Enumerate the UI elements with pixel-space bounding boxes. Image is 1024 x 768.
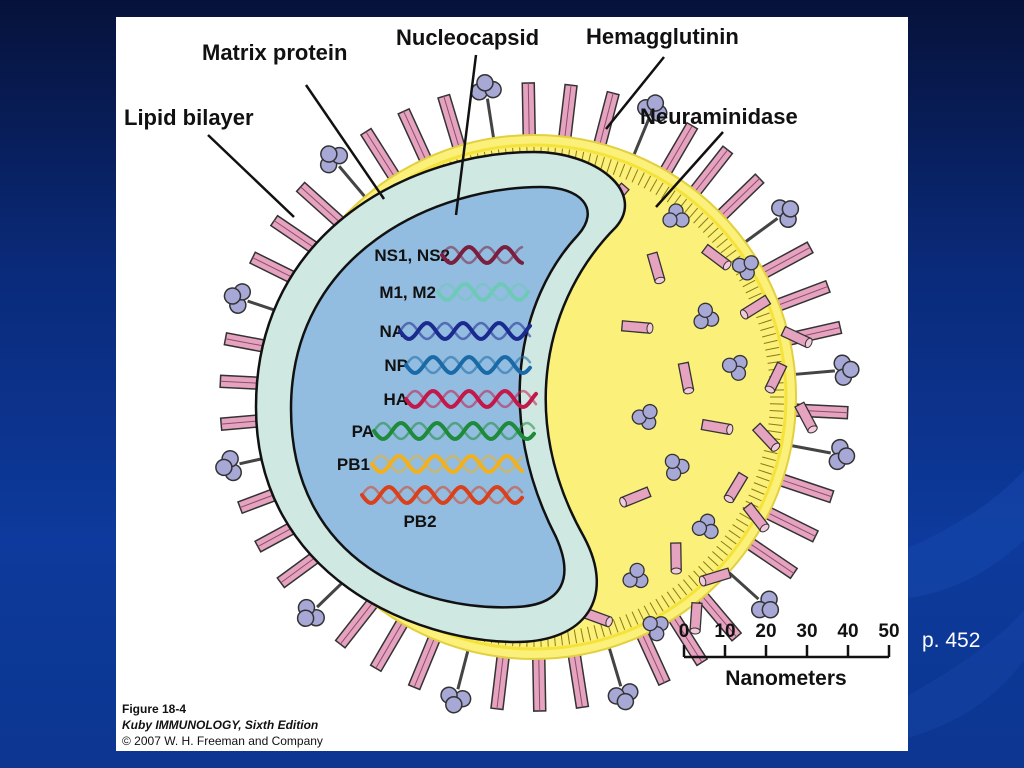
surface-protein-peg xyxy=(642,615,669,642)
surface-protein-peg xyxy=(700,418,734,436)
label-hemagglutinin: Hemagglutinin xyxy=(586,24,739,49)
surface-protein-peg xyxy=(691,513,719,540)
scale-tick-label: 50 xyxy=(878,621,899,642)
hemagglutinin-spike xyxy=(567,650,590,710)
hemagglutinin-spike xyxy=(557,83,578,143)
scale-tick-label: 0 xyxy=(679,621,690,642)
surface-protein-peg xyxy=(646,251,666,285)
scale-unit-label: Nanometers xyxy=(725,667,846,690)
segment-label: NA xyxy=(379,322,404,341)
surface-protein-peg xyxy=(731,255,759,281)
rna-segment: PB2 xyxy=(360,485,524,531)
surface-protein-peg xyxy=(721,354,748,381)
surface-protein-peg xyxy=(700,243,732,271)
hemagglutinin-spike xyxy=(687,145,734,199)
rna-segment: NP xyxy=(384,355,532,375)
neuraminidase-spike xyxy=(741,199,800,246)
hemagglutinin-spike xyxy=(521,82,537,140)
surface-protein-pegs xyxy=(580,182,818,642)
surface-protein-peg xyxy=(693,302,720,330)
scale-tick-label: 20 xyxy=(755,621,776,642)
neuraminidase-spike xyxy=(223,283,290,317)
segment-label: NP xyxy=(384,356,408,375)
hemagglutinin-spike xyxy=(407,632,443,691)
segment-label: NS1, NS2 xyxy=(374,246,450,265)
scale-bar: 0 10 20 30 40 50 Nanometers xyxy=(679,621,900,690)
hemagglutinin-spike xyxy=(772,279,831,313)
surface-protein-peg xyxy=(619,486,652,508)
hemagglutinin-spike xyxy=(531,654,547,712)
hemagglutinin-spike xyxy=(397,107,434,166)
figure-source-book: Kuby IMMUNOLOGY, Sixth Edition xyxy=(122,718,319,732)
hemagglutinin-spike xyxy=(437,93,467,153)
neuraminidase-spike xyxy=(215,450,283,482)
segment-label: PA xyxy=(352,422,374,441)
surface-protein-peg xyxy=(764,361,788,394)
surface-protein-peg xyxy=(662,203,690,228)
figure-number: Figure 18-4 xyxy=(122,702,187,716)
surface-protein-peg xyxy=(751,422,781,452)
rna-segment: PA xyxy=(352,421,536,441)
neuraminidase-spike xyxy=(631,94,668,160)
segment-label: PB1 xyxy=(337,455,370,474)
label-pointers xyxy=(207,54,724,218)
surface-spikes xyxy=(215,74,860,714)
surface-protein-peg xyxy=(631,403,658,430)
rna-segment: NS1, NS2 xyxy=(374,245,524,265)
neuraminidase-spike xyxy=(296,575,350,628)
rna-segment: HA xyxy=(383,389,538,409)
rna-segment: M1, M2 xyxy=(379,282,530,302)
hemagglutinin-spike xyxy=(490,651,511,711)
segment-label: PB2 xyxy=(403,512,436,531)
surface-protein-peg xyxy=(742,501,770,533)
figure-copyright: © 2007 W. H. Freeman and Company xyxy=(122,734,323,748)
segment-label: HA xyxy=(383,390,408,409)
neuraminidase-spike xyxy=(606,643,639,711)
hemagglutinin-spike xyxy=(592,90,620,150)
neuraminidase-spike xyxy=(440,646,472,714)
surface-protein-peg xyxy=(664,453,690,481)
label-matrix-protein: Matrix protein xyxy=(202,40,347,65)
hemagglutinin-spike xyxy=(761,505,820,543)
surface-protein-peg xyxy=(620,320,654,334)
neuraminidase-spike xyxy=(787,438,856,471)
surface-protein-peg xyxy=(670,542,682,575)
neuraminidase-spike xyxy=(724,568,780,619)
surface-protein-peg xyxy=(723,471,749,504)
scale-tick-label: 30 xyxy=(796,621,817,642)
neuraminidase-spike xyxy=(470,74,502,143)
label-neuraminidase: Neuraminidase xyxy=(640,104,798,129)
hemagglutinin-spike xyxy=(775,472,835,504)
rna-segment: PB1 xyxy=(337,454,524,474)
surface-protein-peg xyxy=(739,294,772,320)
surface-protein-peg xyxy=(794,401,818,434)
label-nucleocapsid: Nucleocapsid xyxy=(396,25,539,50)
surface-protein-peg xyxy=(689,601,703,635)
page-reference: p. 452 xyxy=(922,629,981,652)
label-lipid-bilayer: Lipid bilayer xyxy=(124,105,254,130)
scale-tick-label: 10 xyxy=(714,621,735,642)
rna-segment: NA xyxy=(379,321,532,341)
surface-protein-peg xyxy=(780,325,813,349)
surface-protein-peg xyxy=(677,361,695,395)
scale-tick-label: 40 xyxy=(837,621,858,642)
segment-label: M1, M2 xyxy=(379,283,436,302)
surface-protein-peg xyxy=(622,562,649,589)
surface-protein-peg xyxy=(698,567,732,587)
neuraminidase-spike xyxy=(319,145,369,201)
neuraminidase-spike xyxy=(790,354,860,386)
